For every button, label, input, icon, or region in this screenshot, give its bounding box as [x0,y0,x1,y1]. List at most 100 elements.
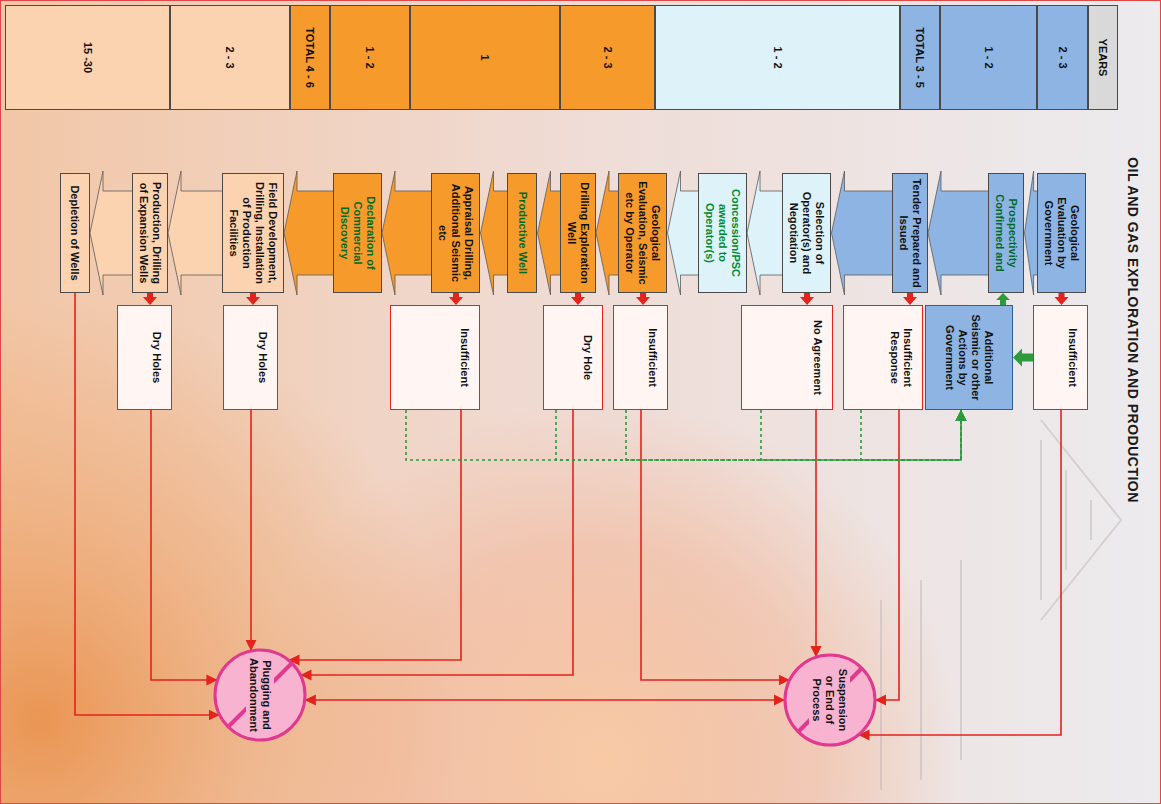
years-cell: TOTAL 3 - 5 [900,5,940,110]
node-label: Geological Evaluation by Government [1042,177,1081,289]
years-cell: YEARS [1088,5,1118,110]
years-cell: 1 - 2 [330,5,410,110]
termination-symbol: Plugging and Abandonment [212,647,308,743]
node-label: Suspension or End of Process [810,662,851,738]
process-box: Production, Drilling of Expansion Wells [132,173,168,293]
termination-line [641,410,790,680]
termination-line [151,410,218,680]
flow-arrow [747,171,783,295]
node-label: Dry Holes [150,332,163,383]
years-cell: 2 - 3 [170,5,290,110]
years-value: TOTAL 3 - 5 [914,27,927,88]
node-label: Drilling Exploration Well [565,177,591,289]
process-box: Declaration of Commercial Discovery [333,173,382,293]
flow-arrow [538,171,561,295]
node-label: Concession/PSC awarded to Operator(s) [703,177,742,289]
node-label: Productive Well [516,192,529,274]
link-arrow [1013,349,1033,367]
outcome-arrow [903,293,917,305]
node-label: Field Development, Drilling, Installatio… [227,177,279,289]
process-box: Appraisal Drilling, Additional Seismic e… [432,173,481,293]
node-label: Production, Drilling of Expansion Wells [137,177,163,289]
years-value: 2 - 3 [224,46,237,68]
years-cell: 15 -30 [5,5,170,110]
termination-line [300,410,573,675]
node-label: Insufficient Response [888,310,914,405]
process-box: Prospectivity Confirmed and [989,173,1025,293]
outcome-box: Insufficient [390,305,480,410]
outcome-arrow [571,293,585,305]
years-value: 2 - 3 [601,46,614,68]
process-box: Field Development, Drilling, Installatio… [222,173,284,293]
node-label: Prospectivity Confirmed and [994,177,1020,289]
outcome-box: Insufficient [613,305,668,410]
years-value: 1 - 2 [982,46,995,68]
node-label: Insufficient [1066,328,1079,387]
process-box: Concession/PSC awarded to Operator(s) [698,173,747,293]
link-arrow [996,293,1010,305]
node-label: Appraisal Drilling, Additional Seismic e… [437,177,476,289]
feedback-line [761,410,961,460]
years-cell: 1 [410,5,560,110]
flow-arrow [168,171,223,295]
outcome-arrow [1055,293,1069,305]
outcome-arrow [246,293,260,305]
flow-arrow [928,171,989,295]
process-box: Productive Well [508,173,538,293]
flow-arrow [382,171,432,295]
years-cell: 2 - 3 [560,5,655,110]
outcome-arrow [800,293,814,305]
years-cell: TOTAL 4 - 6 [290,5,330,110]
process-box: Geological Evaluation, Seismic etc by Op… [619,173,668,293]
termination-symbol: Suspension or End of Process [782,652,878,748]
years-value: TOTAL 4 - 6 [304,27,317,88]
outcome-arrow [449,293,463,305]
years-cell: 1 - 2 [940,5,1037,110]
termination-line [288,410,461,660]
flow-arrow [832,171,893,295]
termination-line [858,410,1061,735]
process-box: Drilling Exploration Well [560,173,596,293]
node-label: Insufficient [458,328,471,387]
flow-arrow [481,171,509,295]
node-label: Dry Hole [581,335,594,380]
years-value: 1 [479,54,492,60]
termination-line [815,410,817,657]
outcome-arrow [143,293,157,305]
node-label: Additional Seismic or other Actions by G… [943,310,995,405]
node-label: Geological Evaluation, Seismic etc by Op… [624,177,663,289]
node-label: Selection of Operator(s) and Negotiation [788,177,827,289]
process-box: Geological Evaluation by Government [1037,173,1086,293]
termination-line [75,293,220,715]
outcome-box: Dry Holes [117,305,172,410]
sign-ring [215,650,305,740]
node-label: Plugging and Abandonment [246,657,274,733]
process-box: Tender Prepared and Issued [892,173,928,293]
node-label: No Agreement [811,320,824,395]
years-value: YEARS [1097,39,1110,77]
years-value: 2 - 3 [1056,46,1069,68]
action-box: Additional Seismic or other Actions by G… [925,305,1013,410]
years-value: 1 - 2 [771,46,784,68]
outcome-box: Insufficient [1033,305,1088,410]
feedback-line [406,410,961,460]
flow-arrow [90,171,133,295]
outcome-box: No Agreement [741,305,833,410]
process-box: Depletion of Wells [60,173,90,293]
flow-arrow [668,171,699,295]
feedback-line [861,410,961,460]
termination-line [875,410,899,700]
node-label: Insufficient [646,328,659,387]
outcome-arrow [636,293,650,305]
node-label: Declaration of Commercial Discovery [338,177,377,289]
flow-arrow [1025,171,1038,295]
feedback-line [556,410,961,460]
years-cell: 2 - 3 [1037,5,1088,110]
years-cell: 1 - 2 [655,5,900,110]
termination-line [250,410,252,651]
outcome-box: Dry Hole [543,305,603,410]
